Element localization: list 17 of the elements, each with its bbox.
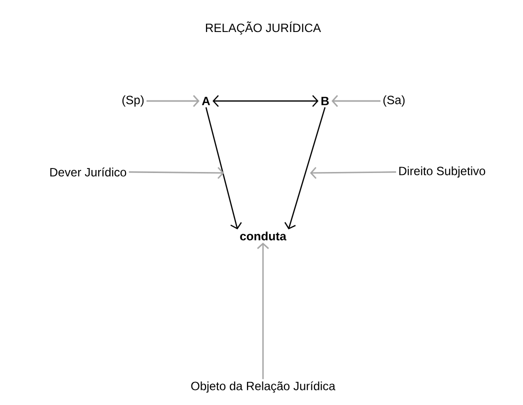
arrow — [284, 107, 326, 230]
arrow — [128, 166, 224, 179]
object-label: Objeto da Relação Jurídica — [191, 381, 336, 393]
arrow — [212, 95, 318, 107]
role-label: (Sa) — [383, 95, 405, 107]
arrow — [205, 107, 242, 230]
role-label: (Sp) — [122, 95, 144, 107]
concept-label: Direito Subjetivo — [399, 166, 486, 178]
party-label: B — [321, 96, 329, 106]
title: RELAÇÃO JURÍDICA — [206, 21, 321, 35]
arrow — [257, 242, 269, 380]
concept-label: Dever Jurídico — [50, 168, 126, 176]
arrow — [146, 95, 200, 107]
arrow — [332, 95, 380, 107]
conduct-label: conduta — [240, 232, 286, 240]
arrow — [310, 166, 396, 179]
party-label: A — [202, 96, 210, 106]
